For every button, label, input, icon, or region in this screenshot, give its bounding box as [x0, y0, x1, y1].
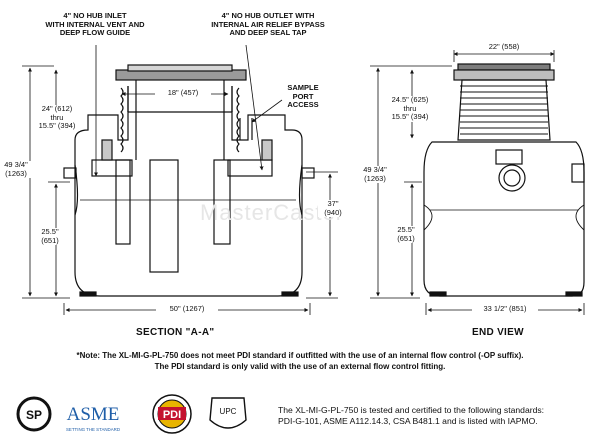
tank-body-end: [423, 141, 585, 297]
outlet-stub: [301, 167, 315, 179]
end-side-stub: [571, 163, 585, 183]
inlet-hub: [101, 139, 113, 161]
inlet-pipe: [91, 159, 133, 177]
end-dimension-lines: [370, 50, 585, 315]
section-dim-total-height: 49 3/4" (1263): [0, 160, 32, 178]
end-riser-rings: [460, 85, 548, 135]
end-dim-top-width: 22" (558): [480, 42, 528, 52]
end-lid-frame: [453, 69, 555, 81]
outlet-pipe: [227, 159, 273, 177]
section-dim-neck-height: 24" (612) thru 15.5" (394): [34, 104, 80, 131]
section-dim-total-width: 50" (1267): [156, 304, 218, 314]
end-lid: [457, 63, 551, 71]
section-dim-inner-width: 18" (457): [155, 88, 211, 98]
riser-corrugation-left: [120, 87, 124, 153]
riser-corrugation-right: [236, 87, 240, 153]
asme-logo: ASME SETTING THE STANDARD: [66, 404, 120, 432]
inlet-flow-guide: [115, 159, 131, 245]
outlet-port-circle: [498, 164, 526, 192]
section-title: SECTION "A-A": [136, 327, 215, 338]
end-dim-neck-height: 24.5" (625) thru 15.5" (394): [386, 95, 434, 122]
pdi-note: *Note: The XL-MI-G-PL-750 does not meet …: [76, 351, 524, 371]
csa-logo: SP: [16, 396, 52, 432]
outlet-hub: [261, 139, 273, 161]
foot-right: [281, 291, 299, 297]
upc-plate: [495, 149, 523, 165]
section-dim-outlet-height: 37" (940): [318, 199, 348, 217]
inlet-callout: 4" NO HUB INLET WITH INTERNAL VENT AND D…: [45, 11, 145, 37]
end-view-drawing: [423, 63, 585, 297]
riser-lid: [127, 64, 233, 72]
center-baffle: [149, 159, 179, 273]
certification-text: The XL-MI-G-PL-750 is tested and certifi…: [278, 405, 545, 426]
end-dim-total-width: 33 1/2" (851): [472, 304, 538, 314]
end-view-title: END VIEW: [472, 327, 524, 338]
sample-port-callout: SAMPLE PORT ACCESS: [287, 83, 319, 109]
pdi-logo-text: PDI: [163, 409, 181, 421]
pdi-logo: PDI: [152, 394, 192, 434]
section-dim-lower-height: 25.5" (651): [34, 227, 66, 245]
sample-port-tube: [239, 118, 253, 140]
upc-logo: UPC: [209, 397, 247, 429]
end-riser: [457, 79, 551, 141]
inlet-stub: [63, 167, 77, 179]
upc-logo-text: UPC: [220, 407, 237, 416]
riser-walls: [127, 86, 233, 112]
csa-logo-text: SP: [26, 408, 42, 422]
outlet-callout: 4" NO HUB OUTLET WITH INTERNAL AIR RELIE…: [211, 11, 325, 37]
section-a-a-drawing: [63, 64, 315, 297]
asme-tagline: SETTING THE STANDARD: [66, 427, 120, 432]
tank-contour-right: [298, 164, 303, 216]
outlet-seal-tap: [213, 159, 231, 245]
asme-logo-text: ASME: [67, 404, 120, 425]
end-dim-total-height: 49 3/4" (1263): [358, 165, 392, 183]
foot-left: [79, 291, 97, 297]
end-dim-lower-height: 25.5" (651): [390, 225, 422, 243]
